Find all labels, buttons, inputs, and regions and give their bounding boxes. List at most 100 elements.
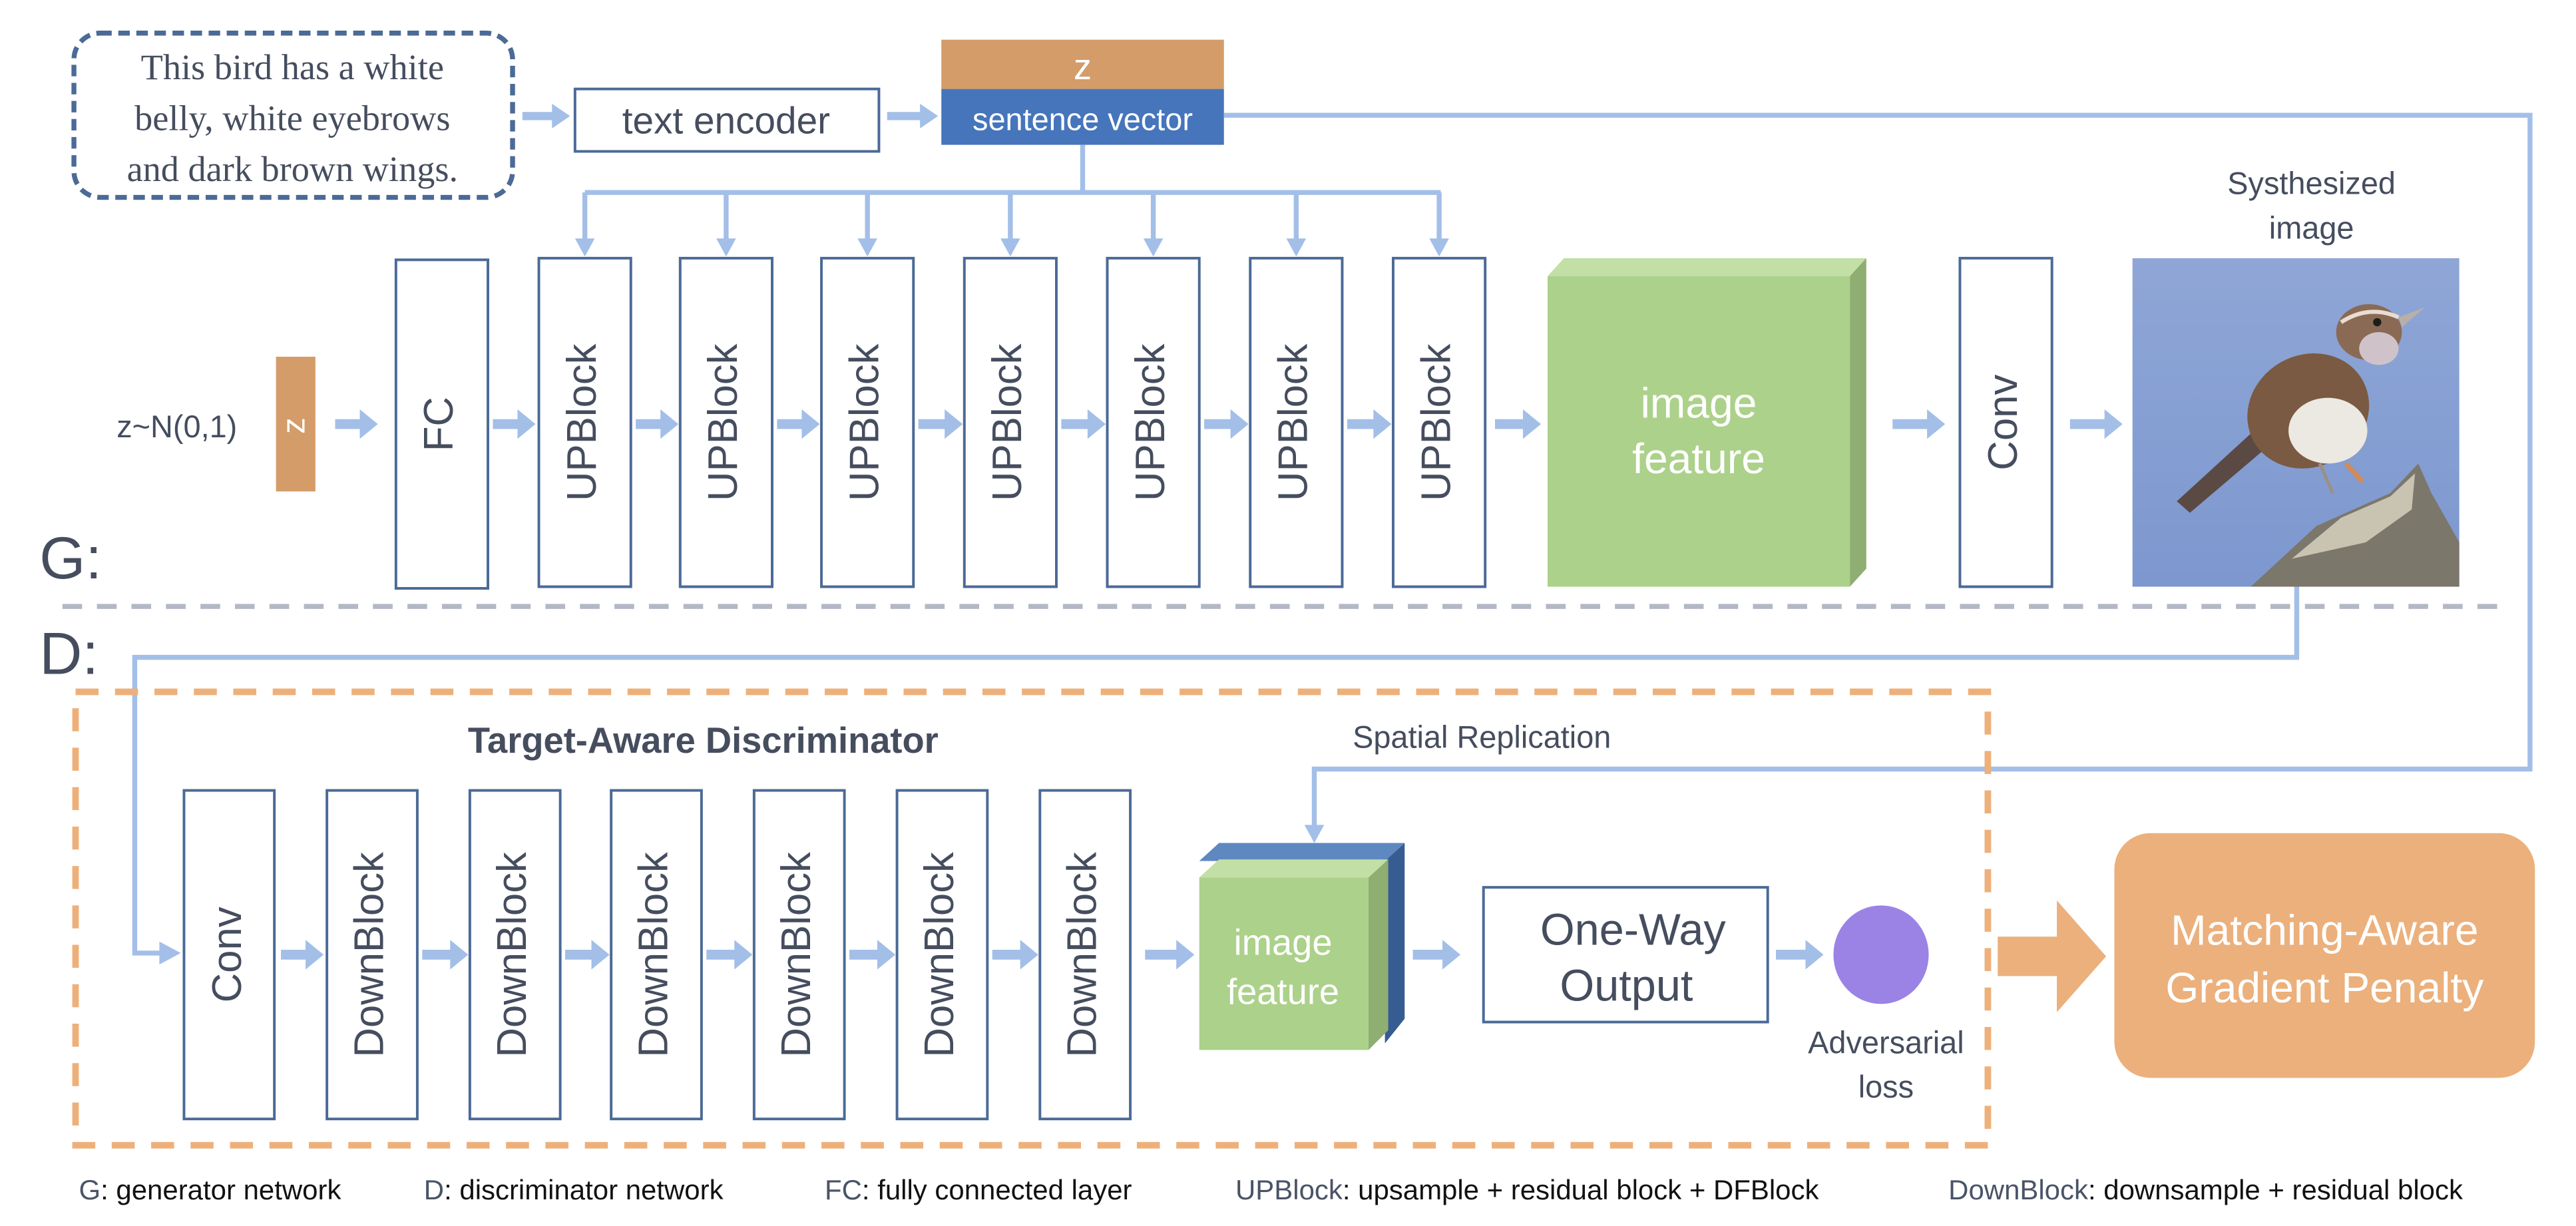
arrow-caption-to-encoder bbox=[522, 103, 570, 128]
arrow-downblock-to-feature bbox=[1145, 940, 1195, 970]
downblock-stack: DownBlock DownBlock DownBlock DownBlock Down… bbox=[325, 789, 1132, 1121]
downblock-label: DownBlock bbox=[773, 852, 819, 1058]
legend-item: UPBlock: upsample + residual block + DFB… bbox=[1235, 1174, 1819, 1205]
downblock-label: DownBlock bbox=[489, 852, 535, 1058]
legend-key: DownBlock bbox=[1948, 1174, 2089, 1205]
legend-key: UPBlock bbox=[1235, 1174, 1343, 1205]
upblock: UPBlock bbox=[678, 256, 773, 588]
downblock: DownBlock bbox=[325, 789, 419, 1121]
upblock: UPBlock bbox=[1249, 256, 1344, 588]
condition-arrow bbox=[1143, 192, 1164, 257]
one-way-output-line-2: Output bbox=[1560, 961, 1693, 1010]
image-to-discriminator-route bbox=[132, 586, 2300, 965]
condition-arrow bbox=[1000, 192, 1020, 257]
condition-trunk bbox=[574, 144, 1449, 257]
sentence-vector-route bbox=[1223, 112, 2533, 843]
legend-key: FC bbox=[825, 1174, 862, 1205]
legend-description: : downsample + residual block bbox=[2088, 1174, 2464, 1205]
noise-z-label: z bbox=[275, 417, 312, 434]
penalty-line-1: Matching-Aware bbox=[2171, 907, 2478, 954]
generator-image-feature: image feature bbox=[1547, 258, 1866, 587]
discriminator-section-label: D: bbox=[39, 620, 99, 686]
downblock: DownBlock bbox=[468, 789, 562, 1121]
discriminator-flow-arrows bbox=[281, 940, 1195, 970]
downblock: DownBlock bbox=[1038, 789, 1132, 1121]
condition-arrow bbox=[574, 192, 595, 257]
noise-z-bar: z bbox=[275, 356, 316, 492]
z-bar bbox=[941, 39, 1224, 89]
spatial-replication-label: Spatial Replication bbox=[1353, 719, 1611, 754]
sentence-replica-top bbox=[1199, 843, 1405, 861]
fc-block: FC bbox=[394, 258, 490, 590]
upblock-label: UPBlock bbox=[841, 343, 887, 501]
z-sentence-vector: z sentence vector bbox=[941, 39, 1224, 145]
sentence-replica-side bbox=[1385, 843, 1405, 1044]
one-way-output-block: One-Way Output bbox=[1482, 886, 1769, 1024]
adversarial-loss-line-2: loss bbox=[1858, 1070, 1914, 1104]
legend-description: : generator network bbox=[101, 1174, 341, 1205]
caption-line-1: This bird has a white bbox=[141, 47, 444, 87]
downblock-label: DownBlock bbox=[630, 852, 676, 1058]
upblock-label: UPBlock bbox=[984, 343, 1030, 501]
legend-item: G: generator network bbox=[79, 1174, 341, 1205]
discriminator-conv-label: Conv bbox=[204, 907, 250, 1002]
arrow-feature-to-conv bbox=[1892, 409, 1946, 439]
adversarial-loss-line-1: Adversarial bbox=[1808, 1025, 1964, 1060]
downblock-label: DownBlock bbox=[917, 852, 963, 1058]
downblock: DownBlock bbox=[752, 789, 846, 1121]
arrow-downblock-to-downblock bbox=[565, 940, 610, 970]
arrow-downblock-to-downblock bbox=[422, 940, 469, 970]
target-aware-discriminator-box bbox=[72, 688, 1992, 1149]
one-way-output-line-1: One-Way bbox=[1540, 906, 1727, 955]
text-encoder-block: text encoder bbox=[573, 87, 881, 153]
legend-item: D: discriminator network bbox=[424, 1174, 724, 1205]
downblock: DownBlock bbox=[610, 789, 703, 1121]
synth-title-line-2: image bbox=[2269, 210, 2354, 245]
arrow-conv-to-image bbox=[2069, 409, 2123, 439]
upblock-label: UPBlock bbox=[559, 343, 605, 501]
penalty-arrow-icon bbox=[1998, 900, 2107, 1012]
arrow-fc-to-upblock bbox=[493, 409, 536, 439]
arrow-upblock-to-upblock bbox=[636, 409, 679, 439]
arrow-upblock-to-upblock bbox=[1204, 409, 1249, 439]
discriminator-feature-line-2: feature bbox=[1227, 971, 1339, 1012]
legend: G: generator network D: discriminator net… bbox=[79, 1174, 2463, 1205]
generator-section-label: G: bbox=[39, 525, 102, 591]
upblock-label: UPBlock bbox=[1128, 343, 1174, 501]
arrow-downblock-to-downblock bbox=[706, 940, 753, 970]
arrow-downblock-to-downblock bbox=[849, 940, 896, 970]
arrow-upblock-to-upblock bbox=[1347, 409, 1392, 439]
arrow-upblock-to-upblock bbox=[1061, 409, 1106, 439]
arrow-output-to-loss bbox=[1776, 940, 1824, 970]
arrow-upblock-to-upblock bbox=[777, 409, 820, 439]
upblock: UPBlock bbox=[963, 256, 1058, 588]
arrow-downblock-to-downblock bbox=[992, 940, 1038, 970]
condition-arrow bbox=[1429, 192, 1449, 257]
upblock-label: UPBlock bbox=[1413, 343, 1459, 501]
legend-item: FC: fully connected layer bbox=[825, 1174, 1132, 1205]
synth-title-line-1: Systhesized bbox=[2227, 166, 2396, 201]
caption-line-3: and dark brown wings. bbox=[127, 149, 459, 189]
arrow-upblock-to-upblock bbox=[918, 409, 963, 439]
discriminator-feature-line-1: image bbox=[1234, 922, 1333, 962]
sentence-vector-label: sentence vector bbox=[972, 102, 1193, 136]
fc-label: FC bbox=[416, 397, 462, 451]
upblock: UPBlock bbox=[1391, 256, 1487, 588]
matching-aware-gradient-penalty-block: Matching-Aware Gradient Penalty bbox=[2114, 833, 2535, 1078]
synthesized-bird-image bbox=[2132, 258, 2460, 587]
caption-line-2: belly, white eyebrows bbox=[134, 98, 450, 138]
legend-item: DownBlock: downsample + residual block bbox=[1948, 1174, 2464, 1205]
legend-key: D bbox=[424, 1174, 444, 1205]
legend-description: : upsample + residual block + DFBlock bbox=[1343, 1174, 1820, 1205]
generator-conv-label: Conv bbox=[1980, 375, 2026, 471]
generator-feature-line-1: image bbox=[1641, 379, 1757, 427]
arrow-feature-to-output bbox=[1412, 940, 1461, 970]
arrow-upblock-to-feature bbox=[1494, 409, 1542, 439]
downblock: DownBlock bbox=[895, 789, 989, 1121]
condition-arrow bbox=[1286, 192, 1307, 257]
caption-bubble: This bird has a white belly, white eyebr… bbox=[71, 31, 515, 200]
upblock: UPBlock bbox=[820, 256, 915, 588]
generator-conv-block: Conv bbox=[1958, 256, 2053, 588]
arrow-conv-to-downblock bbox=[281, 940, 324, 970]
